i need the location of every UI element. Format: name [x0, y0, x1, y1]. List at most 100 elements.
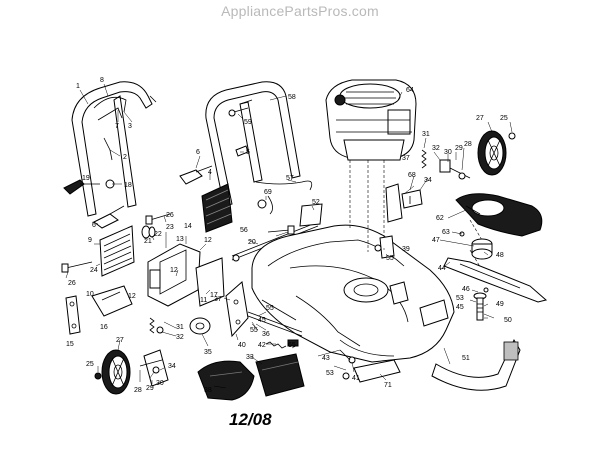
callout: 56 — [240, 227, 248, 234]
discharge-chute — [455, 193, 543, 237]
callout: 3 — [128, 123, 132, 130]
callout: 52 — [312, 199, 320, 206]
callout: 15 — [66, 341, 74, 348]
callout: 55 — [266, 305, 274, 312]
callout: 30 — [156, 380, 164, 387]
rear-wheel — [477, 130, 516, 176]
callout: 29 — [146, 385, 154, 392]
callout: 58 — [288, 94, 296, 101]
callout: 16 — [100, 324, 108, 331]
handle-knob-right — [179, 145, 249, 185]
callout: 25 — [86, 361, 94, 368]
height-adjuster — [91, 285, 133, 317]
leader-lines — [65, 83, 513, 389]
callout: 50 — [504, 317, 512, 324]
spring-lower — [149, 317, 164, 334]
washers — [141, 225, 156, 239]
callout: 24 — [90, 267, 98, 274]
spring-clip — [265, 339, 299, 349]
callout: 59 — [244, 119, 252, 126]
callout: 38 — [204, 387, 212, 394]
callout: 18 — [124, 182, 132, 189]
callout: 21 — [144, 238, 152, 245]
date-code: 12/08 — [229, 410, 272, 429]
callout: 29 — [455, 145, 463, 152]
callout: 40 — [238, 342, 246, 349]
wheel-axle-bracket — [139, 349, 169, 387]
callout: 25 — [500, 115, 508, 122]
callout: 34 — [168, 363, 176, 370]
callout: 12 — [204, 237, 212, 244]
lower-linkage — [339, 349, 401, 383]
callout: 37 — [214, 296, 222, 303]
callout: 28 — [464, 141, 472, 148]
discharge-door — [201, 183, 233, 233]
mower-deck — [251, 224, 455, 363]
drive-bracket — [385, 183, 423, 223]
callout: 30 — [444, 149, 452, 156]
callout: 68 — [408, 172, 416, 179]
callout: 55 — [250, 327, 258, 334]
watermark: AppliancePartsPros.com — [221, 3, 379, 19]
starter-handle — [63, 179, 115, 195]
mower-blade — [443, 257, 548, 303]
callout: 33 — [246, 354, 254, 361]
callout: 28 — [134, 387, 142, 394]
handle-bolts — [61, 213, 171, 273]
callout: 36 — [262, 331, 270, 338]
callout: 62 — [436, 215, 444, 222]
adjuster-lever — [65, 295, 81, 335]
callout: 12 — [170, 267, 178, 274]
callout: 53 — [456, 295, 464, 302]
deflector-bracket — [195, 257, 225, 307]
callout: 13 — [176, 236, 184, 243]
callout: 4 — [208, 169, 212, 176]
callout: 26 — [166, 212, 174, 219]
callout-labels: 1 8 7 3 2 19 18 6 26 9 24 21 22 23 26 10… — [66, 77, 512, 394]
control-cable — [255, 180, 313, 215]
callout: 27 — [116, 337, 124, 344]
front-wheel — [94, 349, 131, 395]
callout: 63 — [442, 229, 450, 236]
callout: 31 — [176, 324, 184, 331]
callout: 53 — [326, 370, 334, 377]
crankshaft-guide — [349, 160, 385, 252]
callout: 5 — [246, 149, 250, 156]
callout: 23 — [166, 224, 174, 231]
callout: 32 — [432, 145, 440, 152]
callout: 26 — [68, 280, 76, 287]
callout: 11 — [200, 297, 207, 304]
callout: 34 — [424, 177, 432, 184]
rear-flap — [255, 353, 305, 397]
callout: 46 — [462, 286, 470, 293]
callout: 6 — [92, 222, 96, 229]
callout: 71 — [384, 382, 392, 389]
callout: 48 — [496, 252, 504, 259]
front-bracket — [225, 281, 249, 338]
callout: 55 — [386, 255, 394, 262]
callout: 2 — [123, 154, 127, 161]
front-axle — [247, 311, 303, 337]
callout: 51 — [462, 355, 470, 362]
rear-skirt — [431, 338, 521, 391]
upper-handle-bolts — [228, 99, 253, 117]
callout: 45 — [258, 317, 266, 324]
vent-grille — [99, 225, 135, 277]
callout: 12 — [128, 293, 136, 300]
callout: 7 — [115, 123, 119, 130]
callout: 69 — [264, 189, 272, 196]
callout: 37 — [402, 155, 410, 162]
callout: 22 — [154, 231, 162, 238]
callout: 8 — [100, 77, 104, 84]
callout: 14 — [184, 223, 192, 230]
callout: 35 — [204, 349, 212, 356]
callout: 32 — [176, 334, 184, 341]
callout: 1 — [76, 83, 80, 90]
callout: 43 — [322, 355, 330, 362]
engine — [325, 79, 417, 161]
pivot-bolt — [267, 225, 295, 235]
callout: 27 — [476, 115, 484, 122]
callout: 47 — [432, 237, 440, 244]
callout: 31 — [422, 131, 430, 138]
